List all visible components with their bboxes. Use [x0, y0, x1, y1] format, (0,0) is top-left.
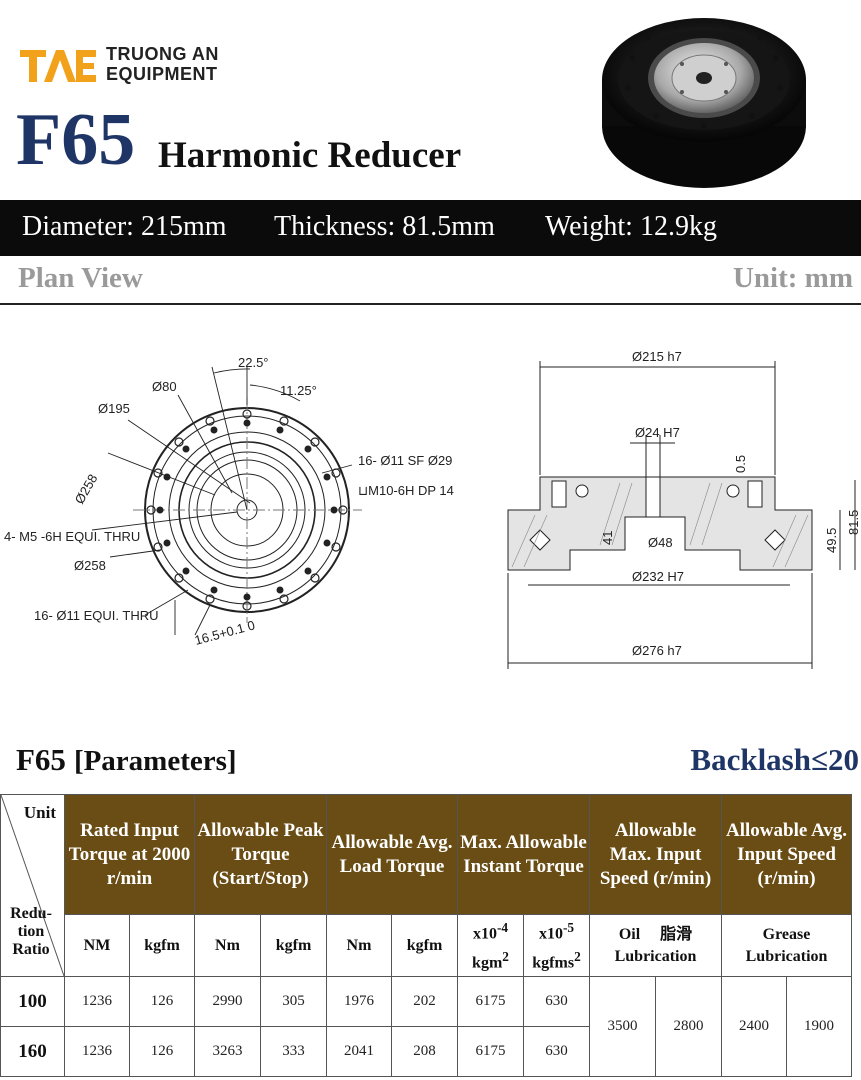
parameters-title: F65[Parameters] — [16, 742, 237, 777]
table-cell: 3263 — [194, 1026, 261, 1077]
tae-logo-icon — [18, 46, 98, 84]
brand-logo: TRUONG AN EQUIPMENT — [18, 44, 238, 88]
unit-ratio-cell: Unit Redu-tion Ratio — [0, 794, 65, 977]
divider — [0, 303, 861, 305]
table-cell: 2990 — [194, 976, 261, 1027]
backlash-label: Backlash≤20 — [690, 742, 859, 777]
label-d48: Ø48 — [648, 535, 673, 550]
table-cell: 2041 — [326, 1026, 392, 1077]
spec-weight: Weight: 12.9kg — [545, 211, 717, 242]
unit-kgfm: kgfm — [129, 914, 195, 977]
header-peak-torque: Allowable Peak Torque (Start/Stop) — [194, 794, 327, 915]
unit-nm: Nm — [326, 914, 392, 977]
speed-oil-max: 3500 — [589, 976, 657, 1077]
section-body — [507, 476, 813, 571]
ratio-value: 100 — [0, 976, 65, 1027]
table-cell: 6175 — [457, 976, 524, 1027]
header-instant-torque: Max. Allowable Instant Torque — [456, 794, 591, 915]
unit-nm: NM — [64, 914, 130, 977]
label-d258-diag: Ø258 — [72, 471, 101, 506]
label-angle-11: 11.25° — [280, 383, 317, 398]
ratio-value: 160 — [0, 1026, 65, 1077]
plan-unit: Unit: mm — [732, 262, 853, 294]
table-cell: 333 — [260, 1026, 327, 1077]
label-h495: 49.5 — [824, 528, 839, 553]
table-cell: 208 — [391, 1026, 458, 1077]
product-model: F65 — [16, 99, 136, 181]
unit-label: Unit — [23, 803, 56, 822]
table-cell: 126 — [129, 1026, 195, 1077]
harmonic-reducer-photo — [602, 18, 806, 188]
label-d215: Ø215 h7 — [632, 349, 682, 364]
product-name: Harmonic Reducer — [158, 135, 462, 176]
leader-lines — [91, 366, 353, 636]
oil-lubrication: Oil 脂滑 Lubrication — [589, 914, 723, 977]
label-d195: Ø195 — [98, 401, 130, 416]
unit-kgm2: x10-4 kgm2 — [457, 914, 524, 977]
label-d80: Ø80 — [152, 379, 177, 394]
plan-view-title: Plan View — [18, 262, 143, 294]
label-m5: 4- M5 -6H EQUI. THRU — [4, 529, 140, 544]
label-d258: Ø258 — [74, 558, 106, 573]
table-cell: 1236 — [64, 976, 130, 1027]
grease-lubrication: Grease Lubrication — [721, 914, 853, 977]
label-tolerance: 16.5+0.1 0 — [193, 617, 257, 647]
label-holes-thru: 16- Ø11 EQUI. THRU — [34, 608, 159, 623]
header-avg-load-torque: Allowable Avg. Load Torque — [326, 794, 458, 915]
unit-kgfm: kgfm — [260, 914, 327, 977]
spec-thickness: Thickness: 81.5mm — [274, 211, 495, 242]
spec-bar: Diameter: 215mm Thickness: 81.5mm Weight… — [0, 200, 861, 256]
table-row: 160 1236 126 3263 333 2041 208 6175 630 — [0, 1026, 852, 1077]
table-cell: 1236 — [64, 1026, 130, 1077]
plan-view-drawing: 22.5° 11.25° Ø80 Ø195 Ø258 16- Ø11 SF Ø2… — [4, 349, 861, 669]
header-avg-input-speed: Allowable Avg. Input Speed (r/min) — [721, 794, 853, 915]
table-cell: 126 — [129, 976, 195, 1027]
header-max-input-speed: Allowable Max. Input Speed (r/min) — [589, 794, 723, 915]
speed-grease-max: 2400 — [721, 976, 788, 1077]
table-cell: 630 — [522, 976, 591, 1027]
table-row: 100 1236 126 2990 305 1976 202 6175 630 … — [0, 976, 853, 1077]
table-cell: 6175 — [457, 1026, 524, 1077]
bolt-holes — [156, 419, 338, 601]
front-view — [133, 397, 362, 623]
header-rated-torque: Rated Input Torque at 2000 r/min — [64, 794, 195, 915]
label-holes-sf: 16- Ø11 SF Ø29 — [358, 453, 452, 468]
table-cell: 1976 — [326, 976, 392, 1027]
label-h815: 81.5 — [846, 510, 861, 535]
spec-diameter: Diameter: 215mm — [22, 211, 227, 242]
label-angle-22: 22.5° — [238, 355, 269, 370]
unit-nm: Nm — [194, 914, 261, 977]
label-thread: ⊔M10-6H DP 14 — [358, 483, 454, 498]
unit-kgfms2: x10-5 kgfms2 — [522, 914, 591, 977]
outer-holes — [146, 409, 348, 611]
table-cell: 630 — [522, 1026, 591, 1077]
speed-grease-avg: 1900 — [786, 976, 853, 1077]
parameters-table: Unit Redu-tion Ratio Rated Input Torque … — [0, 794, 853, 1077]
label-h41: 41 — [600, 531, 615, 545]
section-view — [507, 361, 856, 669]
label-d232: Ø232 H7 — [632, 569, 684, 584]
label-d24: Ø24 H7 — [635, 425, 680, 440]
table-cell: 305 — [260, 976, 327, 1027]
label-gap: 0.5 — [733, 455, 748, 473]
speed-oil-avg: 2800 — [655, 976, 723, 1077]
table-cell: 202 — [391, 976, 458, 1027]
ratio-label: Redu-tion Ratio — [10, 905, 52, 958]
section-hatching — [511, 482, 809, 568]
unit-kgfm: kgfm — [391, 914, 458, 977]
label-d276: Ø276 h7 — [632, 643, 682, 658]
brand-name: TRUONG AN EQUIPMENT — [106, 44, 219, 84]
